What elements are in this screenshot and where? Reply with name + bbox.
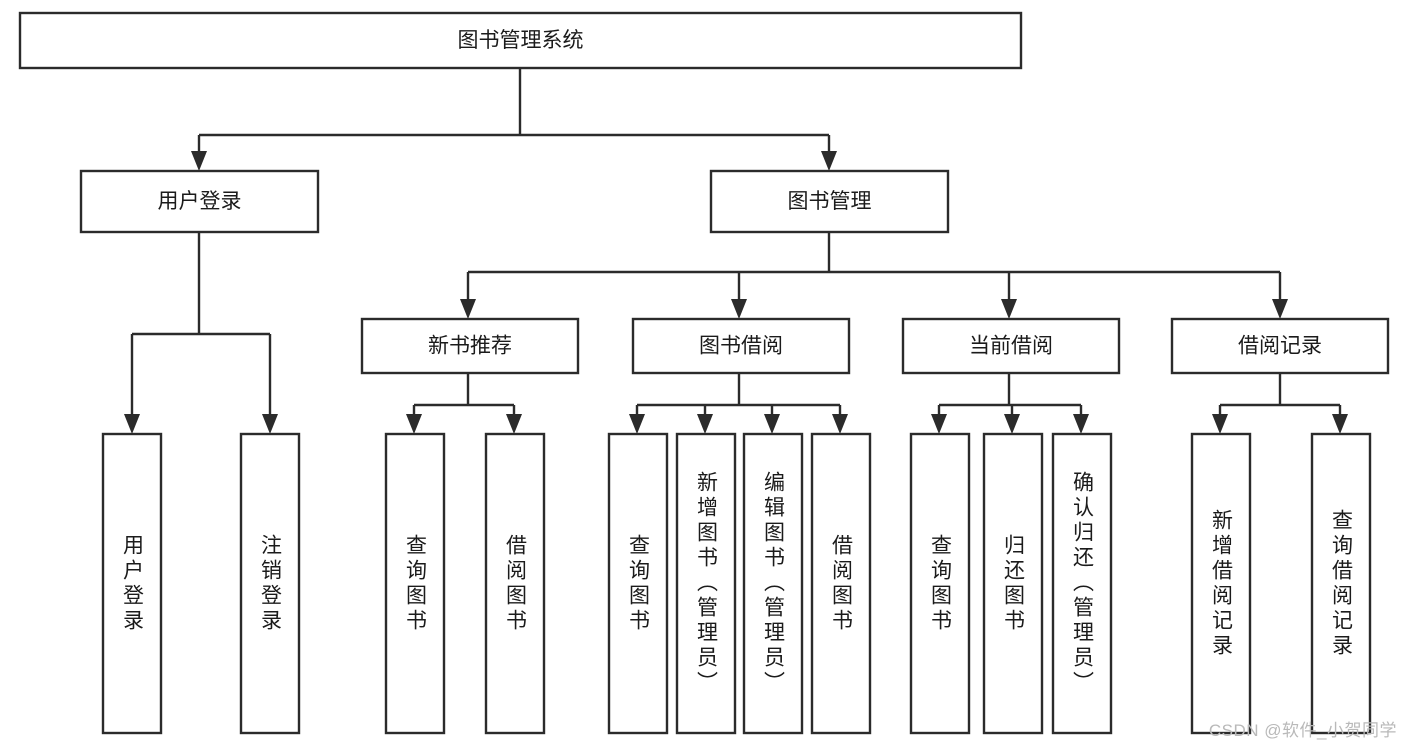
node-box-leaf-borrow-book[interactable] [810,432,872,735]
node-box-leaf-user-login[interactable] [101,432,163,735]
node-label-book-manage: 图书管理 [788,190,872,213]
node-box-book-borrow[interactable] [631,317,851,375]
current-borrow-arrow-1-head [1004,414,1020,434]
node-box-current-borrow[interactable] [901,317,1121,375]
node-box-user-login[interactable] [79,169,320,234]
node-label-root: 图书管理系统 [458,29,584,52]
book-manage-arrow-3-head [1272,299,1288,319]
node-box-book-manage[interactable] [709,169,950,234]
user-login-arrow-1-head [262,414,278,434]
node-label-user-login: 用户登录 [158,190,242,213]
node-box-leaf-edit-book-admin[interactable] [742,432,804,735]
node-box-leaf-query-borrow-record[interactable] [1310,432,1372,735]
root-arrow-0-head [191,151,207,171]
book-borrow-arrow-0-head [629,414,645,434]
node-label-book-borrow: 图书借阅 [699,335,783,358]
node-box-leaf-query-book-rec[interactable] [384,432,446,735]
node-box-leaf-query-book-cur[interactable] [909,432,971,735]
node-box-leaf-add-borrow-record[interactable] [1190,432,1252,735]
watermark: CSDN @软件_小贺同学 [1208,721,1397,740]
node-box-root[interactable] [18,11,1023,70]
book-borrow-arrow-2-head [764,414,780,434]
current-borrow-arrow-0-head [931,414,947,434]
node-box-leaf-query-book-borrow[interactable] [607,432,669,735]
node-label-current-borrow: 当前借阅 [969,335,1053,358]
new-book-recommend-arrow-0-head [406,414,422,434]
node-label-new-book-recommend: 新书推荐 [428,335,512,358]
user-login-arrow-0-head [124,414,140,434]
new-book-recommend-arrow-1-head [506,414,522,434]
current-borrow-arrow-2-head [1073,414,1089,434]
connector-layer [124,68,1348,434]
node-box-leaf-add-book-admin[interactable] [675,432,737,735]
borrow-record-arrow-1-head [1332,414,1348,434]
book-borrow-arrow-3-head [832,414,848,434]
node-box-leaf-confirm-return-admin[interactable] [1051,432,1113,735]
node-box-leaf-borrow-book-rec[interactable] [484,432,546,735]
node-label-borrow-record: 借阅记录 [1238,335,1322,358]
root-arrow-1-head [821,151,837,171]
node-box-leaf-return-book[interactable] [982,432,1044,735]
book-borrow-arrow-1-head [697,414,713,434]
book-manage-arrow-1-head [731,299,747,319]
box-layer [18,11,1390,735]
node-box-new-book-recommend[interactable] [360,317,580,375]
book-manage-arrow-2-head [1001,299,1017,319]
node-box-leaf-logout[interactable] [239,432,301,735]
book-manage-arrow-0-head [460,299,476,319]
node-box-borrow-record[interactable] [1170,317,1390,375]
borrow-record-arrow-0-head [1212,414,1228,434]
